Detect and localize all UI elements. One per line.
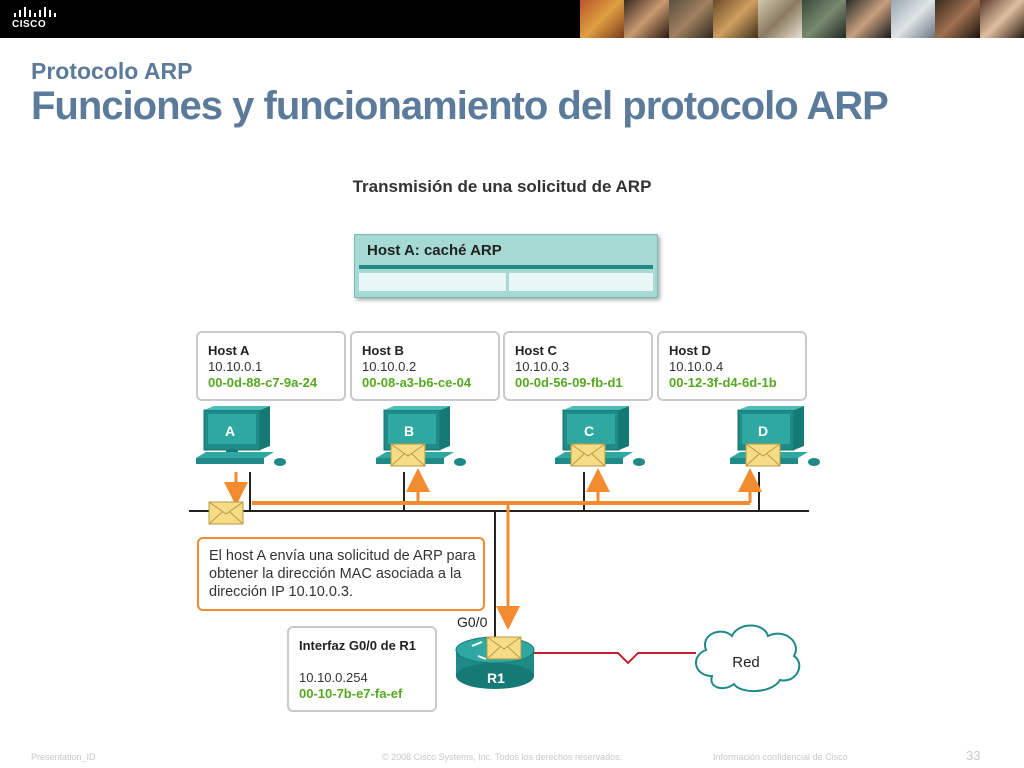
pc-label-c: C — [583, 423, 595, 439]
photo-tile — [580, 0, 625, 38]
host-name: Host B — [362, 343, 404, 358]
envelope-icon — [208, 501, 244, 525]
cloud-label: Red — [732, 654, 760, 671]
host-ip: 10.10.0.1 — [208, 359, 263, 374]
host-name: Host D — [669, 343, 711, 358]
arp-cache-title: Host A: caché ARP — [367, 242, 502, 259]
slide-title: Funciones y funcionamiento del protocolo… — [31, 84, 889, 128]
arp-cache-cell-ip — [359, 273, 506, 291]
host-mac: 00-12-3f-d4-6d-1b — [669, 375, 777, 390]
photo-tile — [935, 0, 980, 38]
copyright-text: © 2008 Cisco Systems, Inc. Todos los der… — [382, 752, 623, 762]
page-number: 33 — [966, 748, 981, 763]
host-info-d: Host D 10.10.0.4 00-12-3f-d4-6d-1b — [657, 331, 807, 401]
envelope-icon — [486, 636, 522, 660]
router-label: R1 — [487, 670, 505, 686]
host-name: Host C — [515, 343, 557, 358]
router-port-label: G0/0 — [457, 614, 488, 630]
photo-tile — [713, 0, 758, 38]
envelope-icon — [570, 443, 606, 467]
photo-tile — [668, 0, 714, 38]
slide-subtitle: Protocolo ARP — [31, 58, 193, 84]
callout-text: El host A envía una solicitud de ARP par… — [209, 548, 476, 600]
router-interface-title: Interfaz G0/0 de R1 — [299, 638, 417, 653]
photo-tile — [624, 0, 669, 38]
pc-label-a: A — [224, 423, 236, 439]
brand-text: CISCO — [12, 19, 47, 30]
host-info-b: Host B 10.10.0.2 00-08-a3-b6-ce-04 — [350, 331, 500, 401]
photo-tile — [802, 0, 847, 38]
pc-label-b: B — [403, 423, 415, 439]
host-mac: 00-08-a3-b6-ce-04 — [362, 375, 472, 390]
arp-cache-cell-mac — [509, 273, 653, 291]
arp-cache-table: Host A: caché ARP — [354, 234, 658, 298]
host-info-c: Host C 10.10.0.3 00-0d-56-09-fb-d1 — [503, 331, 653, 401]
diagram-title: Transmisión de una solicitud de ARP — [0, 177, 1024, 197]
photo-tile — [890, 0, 936, 38]
photo-tile — [757, 0, 803, 38]
cloud-icon — [695, 624, 801, 692]
host-name: Host A — [208, 343, 250, 358]
envelope-icon — [390, 443, 426, 467]
pc-label-d: D — [757, 423, 769, 439]
wan-link — [534, 652, 696, 665]
photo-tile — [846, 0, 891, 38]
top-banner: CISCO — [0, 0, 1024, 38]
arp-cache-header-bar — [359, 265, 653, 269]
router-info: Interfaz G0/0 de R1 10.10.0.254 00-10-7b… — [287, 626, 437, 712]
photo-tile — [979, 0, 1024, 38]
router-ip: 10.10.0.254 — [299, 670, 368, 685]
arp-request-callout: El host A envía una solicitud de ARP par… — [197, 537, 485, 611]
cisco-logo-icon — [14, 7, 56, 17]
presentation-id: Presentation_ID — [31, 752, 96, 762]
host-info-a: Host A 10.10.0.1 00-0d-88-c7-9a-24 — [196, 331, 346, 401]
host-ip: 10.10.0.3 — [515, 359, 570, 374]
diagram-title-text: Transmisión de una solicitud de ARP — [352, 177, 652, 196]
confidential-text: Información confidencial de Cisco — [713, 752, 848, 762]
photo-strip — [580, 0, 1024, 38]
envelope-icon — [745, 443, 781, 467]
host-mac: 00-0d-88-c7-9a-24 — [208, 375, 318, 390]
host-ip: 10.10.0.4 — [669, 359, 724, 374]
router-mac: 00-10-7b-e7-fa-ef — [299, 686, 403, 701]
host-mac: 00-0d-56-09-fb-d1 — [515, 375, 623, 390]
host-ip: 10.10.0.2 — [362, 359, 417, 374]
